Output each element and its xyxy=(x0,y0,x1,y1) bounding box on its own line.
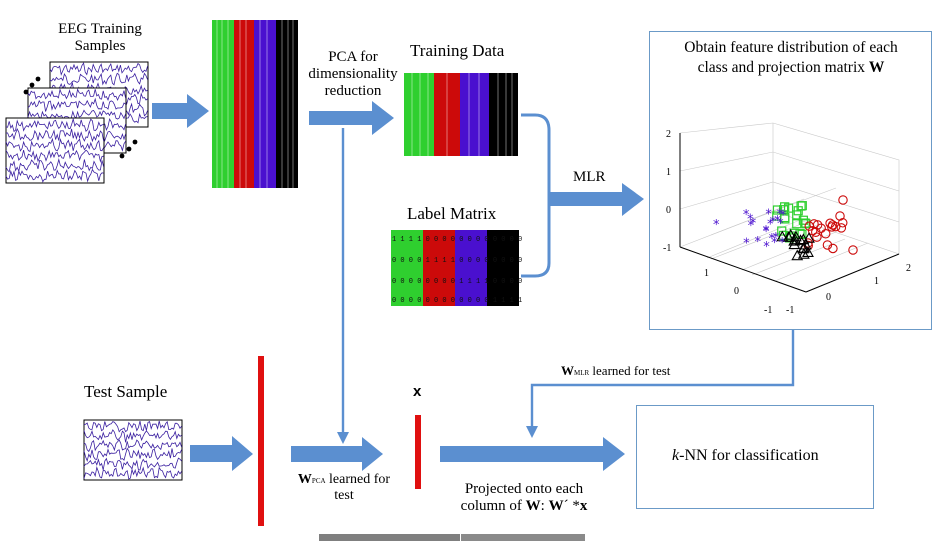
training-data-title: Training Data xyxy=(410,41,505,60)
wpca-text-line1: learned for xyxy=(325,472,391,487)
eeg-training-samples xyxy=(5,61,149,184)
pca-label-line2: dimensionality xyxy=(308,65,398,82)
eeg-trace xyxy=(27,109,126,121)
projected-line2-prefix: column of xyxy=(460,497,526,514)
projected-line1: Projected onto each xyxy=(464,481,584,497)
wmlr-w: W xyxy=(561,363,574,378)
projected-x: x xyxy=(579,497,588,514)
knn-k: k xyxy=(672,447,680,464)
wpca-label: WPCA learned for test xyxy=(282,472,406,503)
wpca-line1: WPCA learned for xyxy=(282,472,406,488)
wmlr-sub: MLR xyxy=(574,369,590,377)
feature-distribution-title: Obtain feature distribution of each clas… xyxy=(652,38,930,78)
pca-label-line1: PCA for xyxy=(328,49,378,65)
wmlr-label: WMLR learned for test xyxy=(561,363,671,379)
feature-title-line1: Obtain feature distribution of each xyxy=(684,39,898,56)
eeg-trace xyxy=(5,149,104,163)
wpca-sub: PCA xyxy=(311,477,326,485)
eeg-trace xyxy=(27,97,126,112)
arrow-pca-to-training xyxy=(309,101,394,135)
thin-connectors xyxy=(341,128,795,436)
feature-title-line2: class and projection matrix W xyxy=(652,58,930,78)
arrow-to-knn xyxy=(440,437,625,471)
eeg-test-panel xyxy=(83,419,183,481)
label-matrix-row-4: 0 0 0 0 0 0 0 0 0 0 0 0 1 1 1 1 xyxy=(392,297,522,305)
feature-title-line2-prefix: class and projection matrix xyxy=(697,59,869,77)
projected-w2: W xyxy=(548,497,564,514)
arrow-mlr xyxy=(550,183,644,216)
knn-label: k-NN for classification xyxy=(672,447,819,465)
eeg-trace xyxy=(83,439,182,453)
knn-box xyxy=(636,405,874,509)
feature-title-w: W xyxy=(868,59,885,77)
eeg-trace xyxy=(5,128,104,143)
mlr-label: MLR xyxy=(573,169,606,185)
x-vector-bar xyxy=(415,415,421,489)
eeg-training-title-line1: EEG Training xyxy=(58,21,142,37)
bottom-tab-right xyxy=(461,534,585,541)
label-matrix-row-1: 1 1 1 1 0 0 0 0 0 0 0 0 0 0 0 0 xyxy=(392,236,522,244)
label-matrix-rows: 1 1 1 1 0 0 0 0 0 0 0 0 0 0 0 0 0 0 0 0 … xyxy=(392,236,522,305)
eeg-trace xyxy=(5,137,104,152)
wpca-line2: test xyxy=(334,487,354,503)
eeg-trace xyxy=(83,447,182,462)
eeg-trace xyxy=(27,88,126,102)
eeg-trace xyxy=(5,168,104,183)
projected-label: Projected onto each column of W: W´ *x xyxy=(440,481,608,515)
test-sample-title: Test Sample xyxy=(84,382,168,401)
pca-label-line3: reduction xyxy=(324,82,382,99)
eeg-trace xyxy=(83,420,182,433)
eeg-trace xyxy=(49,72,148,86)
ellipsis-dots-left xyxy=(23,76,41,95)
label-matrix-title: Label Matrix xyxy=(407,204,497,223)
x-vector-label: x xyxy=(413,383,422,400)
pca-label: PCA for dimensionality reduction xyxy=(298,49,408,99)
eeg-trace xyxy=(83,457,182,471)
label-matrix: 1 1 1 1 0 0 0 0 0 0 0 0 0 0 0 0 0 0 0 0 … xyxy=(391,230,522,306)
knn-text: -NN for classification xyxy=(679,447,819,464)
arrow-to-wpca xyxy=(291,437,383,471)
eeg-trace xyxy=(5,158,104,173)
feature-matrix xyxy=(212,20,298,188)
arrows xyxy=(152,94,644,471)
ellipsis-dots-right xyxy=(119,139,138,159)
merge-bracket xyxy=(521,113,551,278)
wpca-w: W xyxy=(297,472,312,487)
eeg-trace xyxy=(5,117,104,133)
projected-line2: column of W: W´ *x xyxy=(440,498,608,515)
projected-w1: W xyxy=(525,497,541,514)
eeg-training-title-line2: Samples xyxy=(74,37,126,54)
projected-mid: : xyxy=(540,497,549,514)
eeg-trace xyxy=(83,466,182,480)
bottom-tab-left xyxy=(319,534,460,541)
eeg-trace xyxy=(49,62,148,76)
arrow-test-to-bar xyxy=(190,436,253,471)
label-matrix-row-2: 0 0 0 0 1 1 1 1 0 0 0 0 0 0 0 0 xyxy=(392,257,522,265)
thin-arrowheads xyxy=(337,426,538,444)
eeg-panel-front xyxy=(5,117,105,184)
wmlr-text: learned for test xyxy=(589,363,671,378)
eeg-training-title: EEG Training Samples xyxy=(40,21,160,55)
label-matrix-row-3: 0 0 0 0 0 0 0 0 1 1 1 1 0 0 0 0 xyxy=(392,278,522,286)
test-vector-bar xyxy=(258,356,264,526)
projected-rest: ´ * xyxy=(563,497,580,514)
eeg-trace xyxy=(83,429,182,443)
training-data-matrix xyxy=(404,73,518,156)
arrow-eeg-to-matrix xyxy=(152,94,209,128)
